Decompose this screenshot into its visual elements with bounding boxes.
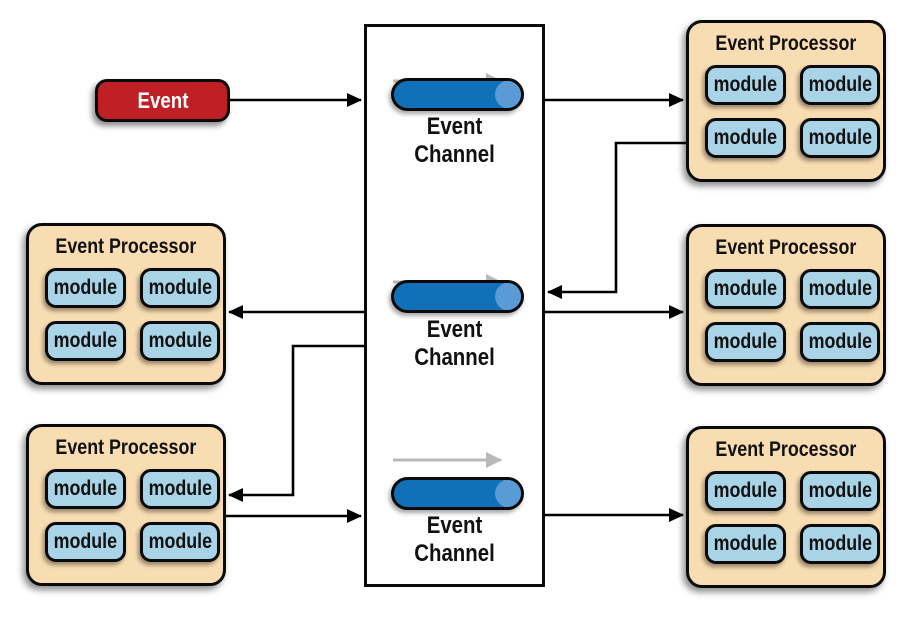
module-node: module [45, 469, 126, 509]
module-node: module [139, 469, 221, 509]
module-grid: module module module module [29, 460, 223, 562]
module-grid: module module module module [689, 260, 883, 362]
event-node: Event [95, 79, 230, 122]
event-processor-top-right: Event Processor module module module mod… [686, 20, 886, 182]
channel-cylinder-icon [391, 477, 524, 510]
module-node: module [705, 471, 786, 511]
module-node: module [799, 524, 881, 564]
processor-title: Event Processor [55, 436, 197, 459]
module-node: module [139, 321, 221, 361]
event-processor-middle-right: Event Processor module module module mod… [686, 224, 886, 386]
event-processor-middle-left: Event Processor module module module mod… [26, 223, 226, 385]
flow-direction-arrow-icon [393, 452, 502, 468]
module-node: module [799, 322, 881, 362]
module-node: module [45, 321, 126, 361]
module-grid: module module module module [689, 462, 883, 564]
processor-title: Event Processor [715, 438, 857, 461]
channel-cylinder-icon [391, 280, 524, 313]
channel-label: Event Channel [414, 113, 495, 168]
arrow-channel2-to-processor-bottom-left [228, 344, 364, 502]
channel-cylinder-icon [391, 78, 524, 111]
event-channel-container: Event Channel Event Channel Event Channe… [364, 24, 545, 587]
module-node: module [705, 322, 786, 362]
channel-label: Event Channel [414, 316, 495, 371]
processor-title: Event Processor [55, 235, 197, 258]
processor-title: Event Processor [715, 236, 857, 259]
event-label: Event [137, 87, 188, 113]
module-node: module [139, 268, 221, 308]
event-processor-bottom-left: Event Processor module module module mod… [26, 424, 226, 586]
module-node: module [45, 268, 126, 308]
module-node: module [799, 471, 881, 511]
arrow-processor-top-right-to-channel2 [547, 141, 686, 299]
event-processor-bottom-right: Event Processor module module module mod… [686, 426, 886, 588]
channel-label: Event Channel [414, 512, 495, 567]
module-node: module [705, 524, 786, 564]
module-node: module [705, 269, 786, 309]
module-node: module [799, 269, 881, 309]
module-node: module [799, 65, 881, 105]
module-grid: module module module module [29, 259, 223, 361]
module-grid: module module module module [689, 56, 883, 158]
module-node: module [705, 65, 786, 105]
module-node: module [139, 522, 221, 562]
processor-title: Event Processor [715, 32, 857, 55]
module-node: module [45, 522, 126, 562]
module-node: module [705, 118, 786, 158]
module-node: module [799, 118, 881, 158]
